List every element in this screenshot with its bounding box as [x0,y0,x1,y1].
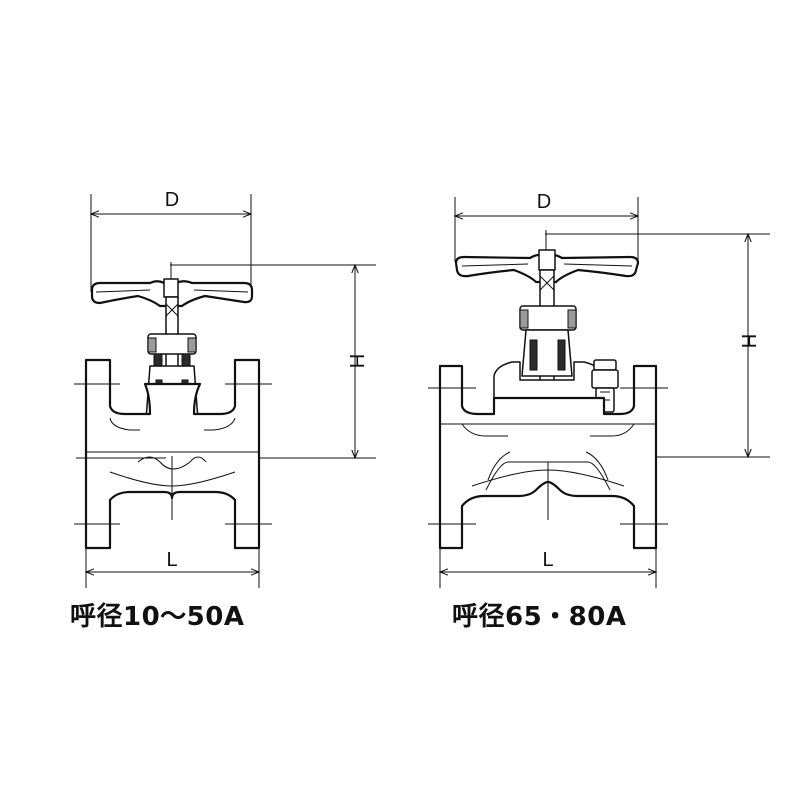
valve-small-dim-d: D [89,189,253,292]
valve-large-caption: 呼径65・80A [452,602,627,632]
valve-large-dim-l: L [438,545,658,588]
valve-large-dim-d: D [453,191,640,262]
valve-small-body [84,358,261,550]
valve-small-dim-d-label: D [165,189,179,211]
valve-small-dim-l: L [84,545,261,588]
valve-large-dim-l-label: L [542,549,553,571]
valve-large-bonnet [493,305,605,399]
valve-small-centerlines [74,383,272,525]
valve-small-caption: 呼径10～50A [70,602,245,632]
valve-small-dim-h-label: H [345,354,367,368]
valve-small-dim-l-label: L [166,549,177,571]
valve-small-drawing: D H L [74,189,376,588]
valve-large-centerlines [428,387,668,525]
valve-large-dim-h-label: H [737,334,759,348]
valve-large-drawing: D H L [428,191,770,588]
valve-large-dim-d-label: D [537,191,551,213]
valve-large-body [438,364,658,550]
